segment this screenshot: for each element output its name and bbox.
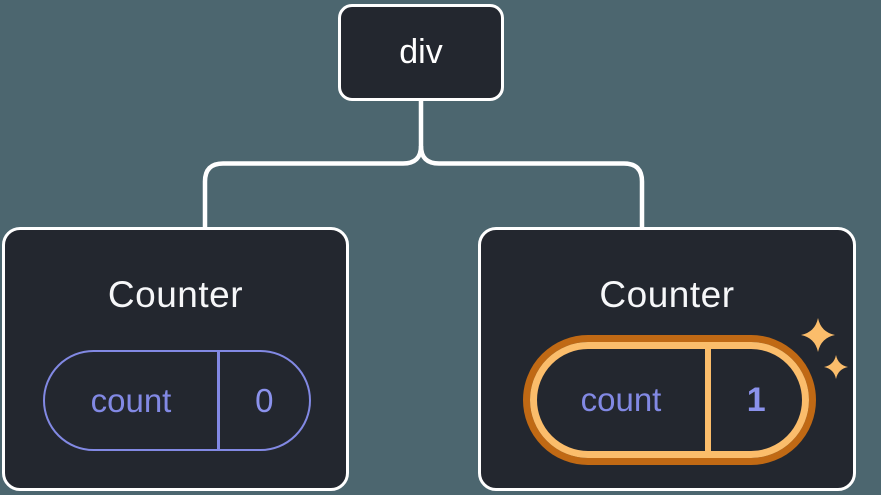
sparkle-icon-large — [801, 318, 835, 352]
state-value: 1 — [746, 380, 766, 419]
counter-title: Counter — [599, 274, 735, 315]
state-pill: count 0 — [43, 350, 311, 451]
state-key-label: count — [90, 381, 172, 419]
pill-divider — [217, 352, 220, 449]
pill-divider — [705, 349, 711, 451]
state-pill-highlighted: count 1 — [523, 335, 816, 465]
counter-node-2: Counter count 1 — [478, 227, 856, 491]
counter-node-1: Counter count 0 — [2, 227, 349, 491]
root-node-div: div — [338, 4, 504, 101]
connector-branch-left — [202, 145, 424, 229]
root-node-label: div — [399, 33, 443, 71]
state-pill-highlight-ring: count 1 — [530, 342, 809, 458]
connector-branch-right — [418, 145, 645, 229]
state-value: 0 — [255, 381, 274, 419]
state-key-label: count — [580, 381, 662, 418]
sparkle-icon-small — [824, 355, 848, 379]
counter-title: Counter — [107, 274, 244, 315]
sparkles-icon — [801, 318, 848, 379]
